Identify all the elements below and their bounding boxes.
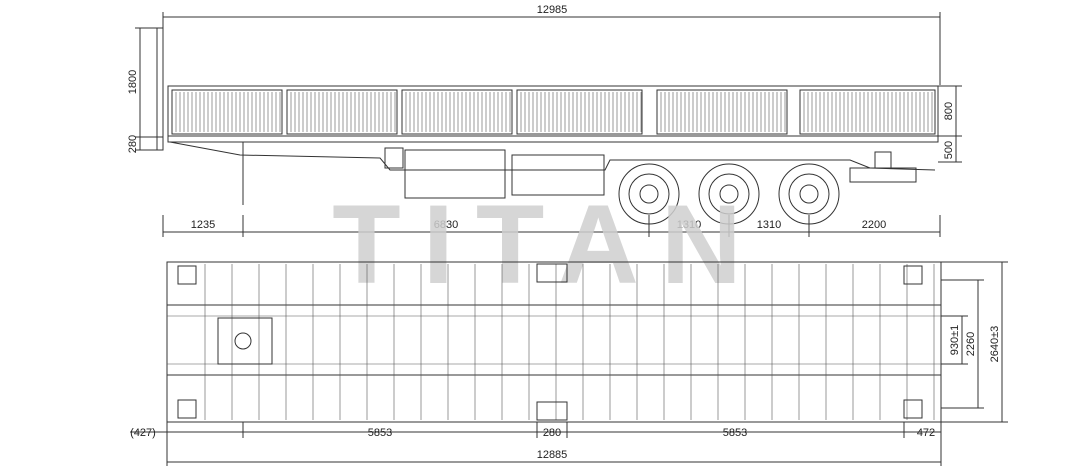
dim-panel-height: 800 [943,102,955,120]
kingpin [234,332,252,350]
dim-right-span: 5853 [723,427,747,439]
dim-overall-length-top: 12885 [537,449,568,461]
headboard-post [156,27,164,151]
dim-segment-3: 1310 [677,219,701,231]
dim-overall-width: 2640±3 [989,326,1001,363]
rear-bumper [849,167,917,183]
dim-middle-gap: 280 [543,427,561,439]
side-view: 12985 1800 280 [127,4,962,237]
dim-kingpin-offset: (427) [130,427,156,439]
dim-center-width: 930±1 [949,325,961,356]
watermark-logo: TITAN [332,182,763,307]
dim-rear-overhang: 472 [917,427,935,439]
dim-segment-4: 1310 [757,219,781,231]
dim-inner-width: 2260 [965,332,977,356]
chassis [167,135,939,205]
dim-segment-1: 1235 [191,219,215,231]
deck-outline [166,261,942,423]
light-assembly [874,151,892,169]
dim-overall-length: 12985 [537,4,568,16]
side-panels [167,85,939,137]
spare-frame [511,154,605,196]
crossmembers [204,264,935,420]
dim-left-span: 5853 [368,427,392,439]
dim-lower-height: 500 [943,141,955,159]
dim-segment-2: 6830 [434,219,458,231]
dim-front-offset: 280 [127,135,139,153]
kingpin-plate [217,317,273,365]
dim-segment-5: 2200 [862,219,886,231]
dim-side-wall-height: 1800 [127,70,139,94]
top-view: 930±1 2260 2640±3 (427) 5853 280 5853 47… [130,261,1008,466]
toolbox [404,149,506,199]
